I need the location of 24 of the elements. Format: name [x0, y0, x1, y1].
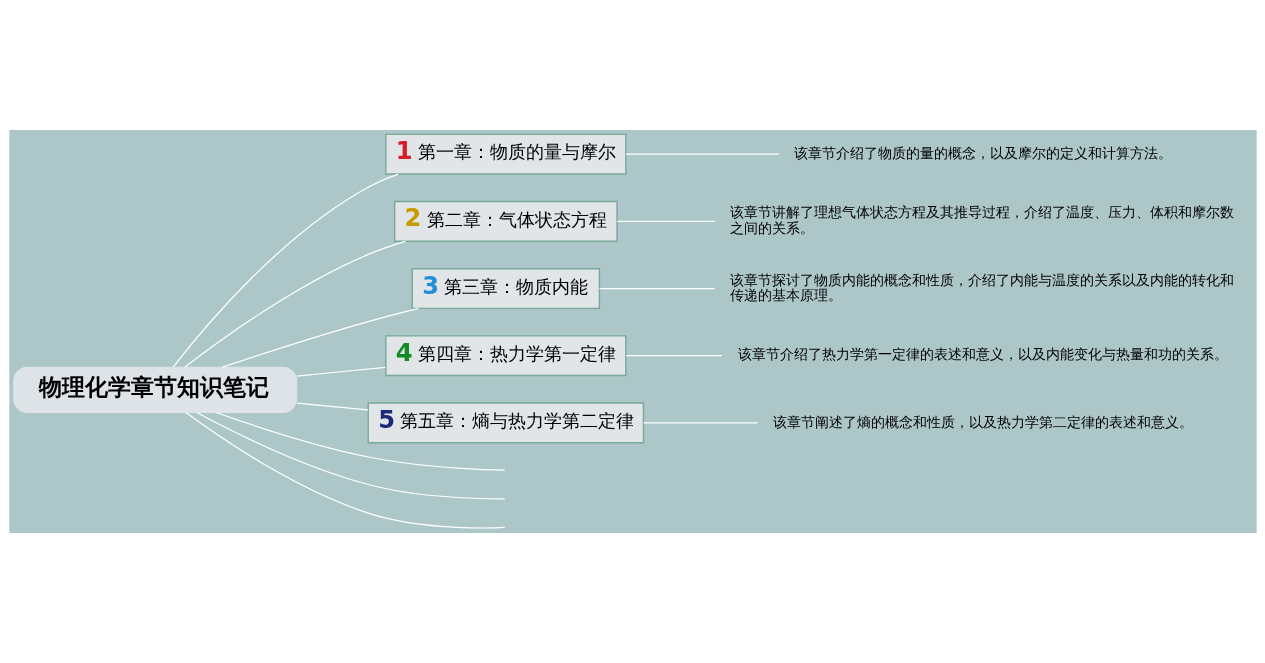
connector [183, 240, 406, 368]
node-box: 5 第五章：熵与热力学第二定律 [367, 402, 644, 444]
connector [215, 411, 505, 471]
connector [642, 422, 758, 424]
node-text: 该章节阐述了熵的概念和性质，以及热力学第二定律的表述和意义。 [772, 413, 1193, 430]
connector [624, 153, 780, 155]
connector [221, 307, 419, 368]
connector [295, 402, 369, 411]
node-text: 该章节讲解了理想气体状态方程及其推导过程，介绍了温度、压力、体积和摩尔数之间的关系。 [729, 204, 1234, 236]
connector [624, 355, 723, 357]
node-box: 3 第三章：物质内能 [411, 268, 600, 310]
connector [195, 411, 505, 500]
node-text: 该章节介绍了热力学第一定律的表述和意义，以及内能变化与热量和功的关系。 [737, 346, 1228, 363]
connector [184, 412, 505, 529]
connector [616, 220, 716, 222]
node-text: 该章节探讨了物质内能的概念和性质，介绍了内能与温度的关系以及内能的转化和传递的基本原理。 [729, 271, 1234, 303]
connector [172, 173, 399, 368]
connector [598, 287, 715, 290]
node-box: 4 第四章：热力学第一定律 [384, 335, 627, 377]
node-box: 2 第二章：气体状态方程 [393, 200, 618, 242]
node-box: 1 第一章：物质的量与摩尔 [384, 133, 627, 175]
connector [295, 366, 386, 377]
node-box: 物理化学章节知识笔记 [12, 366, 297, 413]
node-text: 该章节介绍了物质的量的概念，以及摩尔的定义和计算方法。 [793, 144, 1172, 161]
